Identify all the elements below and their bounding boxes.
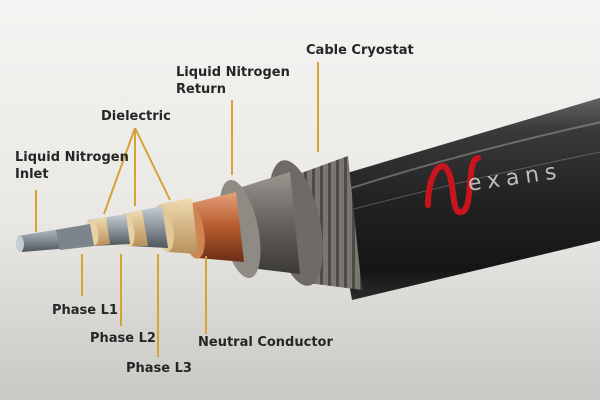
nitrogen-inlet-former xyxy=(16,224,94,252)
leader-lines xyxy=(35,62,319,357)
label-dielectric: Dielectric xyxy=(101,109,171,124)
label-ln2-inlet: Liquid Nitrogen Inlet xyxy=(15,150,129,182)
nexans-logo-icon xyxy=(425,155,481,215)
label-phase-l2: Phase L2 xyxy=(90,331,156,346)
leader-dielectric-3 xyxy=(134,127,171,201)
label-ln2-return: Liquid Nitrogen Return xyxy=(176,65,290,97)
phase-l1-layer xyxy=(85,214,130,246)
leader-dielectric-1 xyxy=(103,127,136,215)
label-cable-cryostat: Cable Cryostat xyxy=(306,43,414,58)
label-neutral-conductor: Neutral Conductor xyxy=(198,335,333,350)
label-phase-l1: Phase L1 xyxy=(52,303,118,318)
label-phase-l3: Phase L3 xyxy=(126,361,192,376)
cable-jacket xyxy=(330,97,600,300)
